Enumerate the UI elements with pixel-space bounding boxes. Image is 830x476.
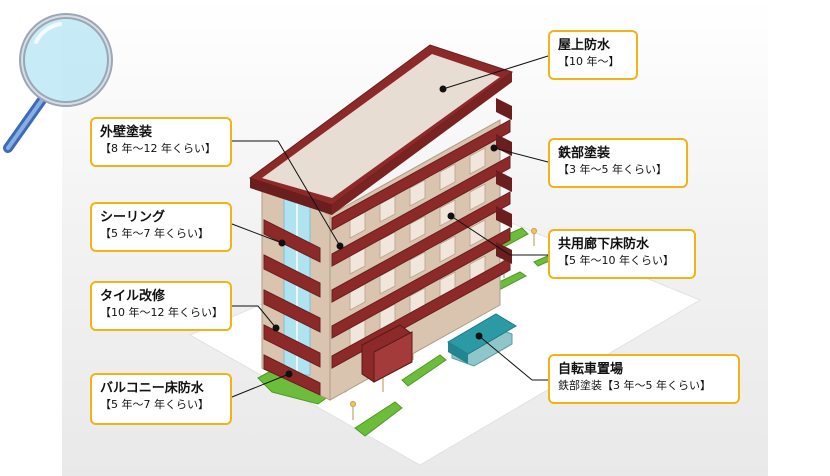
callout-detail: 【10 年〜12 年くらい】 — [100, 306, 223, 319]
roof-edge-front — [250, 178, 332, 215]
callout-detail: 【10 年〜】 — [558, 55, 620, 68]
callout-title: タイル改修 — [100, 289, 166, 304]
callout-detail: 鉄部塗装【3 年〜5 年くらい】 — [558, 379, 711, 392]
callout-title: 自転車置場 — [558, 362, 624, 377]
callout-title: 屋上防水 — [558, 38, 611, 53]
callout-title: 鉄部塗装 — [558, 146, 611, 161]
rail-ends — [496, 98, 512, 264]
callout-title: シーリング — [100, 210, 166, 225]
callout-balcony-floor-waterproofing: バルコニー床防水 【5 年〜7 年くらい】 — [90, 373, 232, 425]
callout-tile-repair: タイル改修 【10 年〜12 年くらい】 — [90, 281, 232, 331]
magnifier-icon — [3, 13, 113, 153]
callout-detail: 【5 年〜10 年くらい】 — [558, 254, 674, 267]
callout-title: バルコニー床防水 — [100, 381, 204, 396]
callout-steel-parts-painting: 鉄部塗装 【3 年〜5 年くらい】 — [548, 138, 688, 188]
callout-detail: 【3 年〜5 年くらい】 — [558, 163, 667, 176]
callout-corridor-floor-waterproofing: 共用廊下床防水 【5 年〜10 年くらい】 — [548, 229, 696, 279]
callout-exterior-wall-painting: 外壁塗装 【8 年〜12 年くらい】 — [90, 117, 232, 167]
callout-title: 外壁塗装 — [100, 125, 153, 140]
callout-bicycle-parking: 自転車置場 鉄部塗装【3 年〜5 年くらい】 — [548, 354, 740, 404]
callout-sealing: シーリング 【5 年〜7 年くらい】 — [90, 202, 232, 252]
bicycle-shed — [447, 313, 517, 367]
callout-title: 共用廊下床防水 — [558, 237, 650, 252]
callout-detail: 【8 年〜12 年くらい】 — [100, 142, 216, 155]
callout-detail: 【5 年〜7 年くらい】 — [100, 227, 209, 240]
leader-lines — [231, 55, 549, 398]
bike-storage-red — [361, 324, 413, 383]
roof-edge-side — [332, 72, 512, 215]
callout-detail: 【5 年〜7 年くらい】 — [100, 398, 209, 411]
callout-rooftop-waterproofing: 屋上防水 【10 年〜】 — [548, 30, 638, 80]
